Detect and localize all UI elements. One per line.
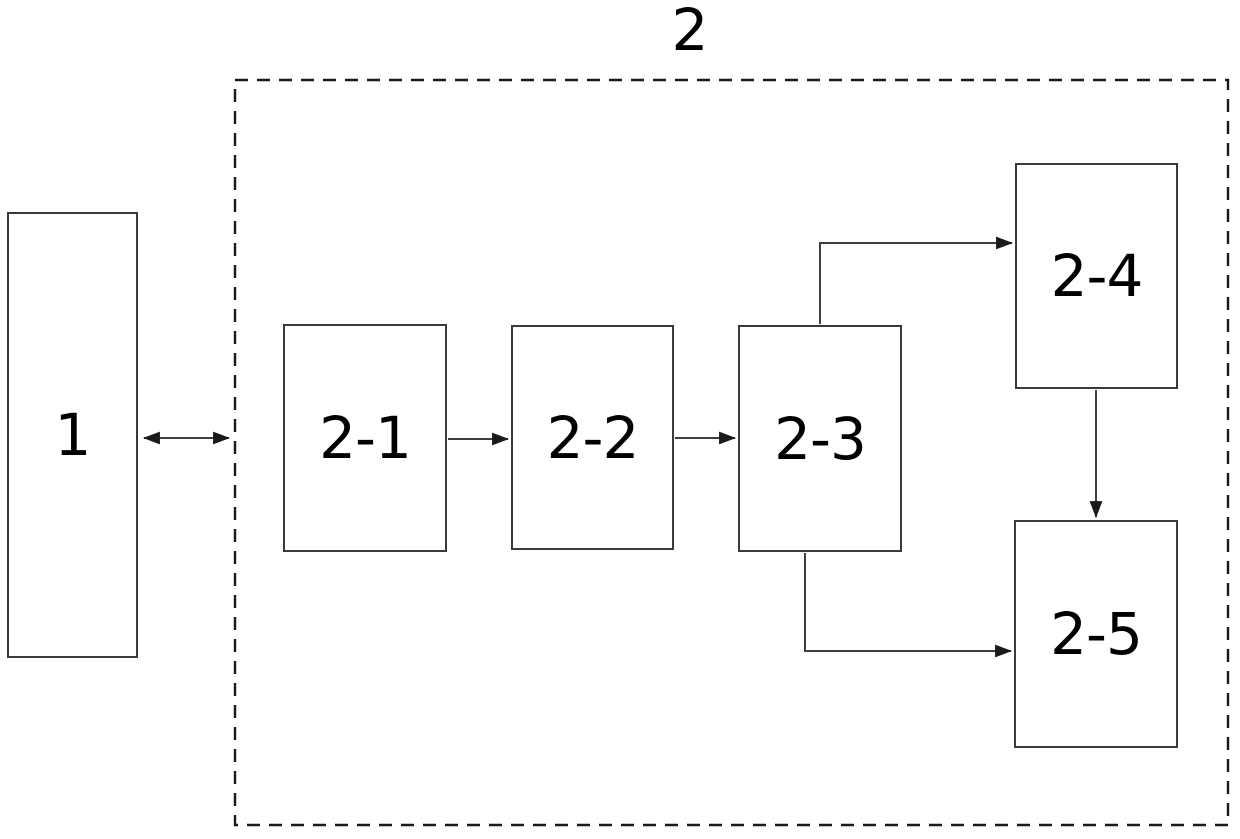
box-2-1-label: 2-1 [319,404,412,472]
box-2-5: 2-5 [1014,520,1178,748]
box-2-3: 2-3 [738,325,902,552]
box-2-2: 2-2 [511,325,674,550]
box-2-1: 2-1 [283,324,447,552]
box-2-3-label: 2-3 [774,404,867,473]
box-2-4: 2-4 [1015,163,1178,389]
box-1: 1 [7,212,138,658]
box-2-4-label: 2-4 [1050,242,1144,310]
arrow-2-3-to-2-4 [819,236,1014,324]
arrow-2-3-to-2-5 [804,553,1013,658]
module-2-dashed-border [233,78,1230,827]
box-2-2-label: 2-2 [546,403,640,472]
box-2-5-label: 2-5 [1050,600,1143,668]
module-2-label: 2 [671,0,709,64]
box-1-label: 1 [54,401,92,469]
